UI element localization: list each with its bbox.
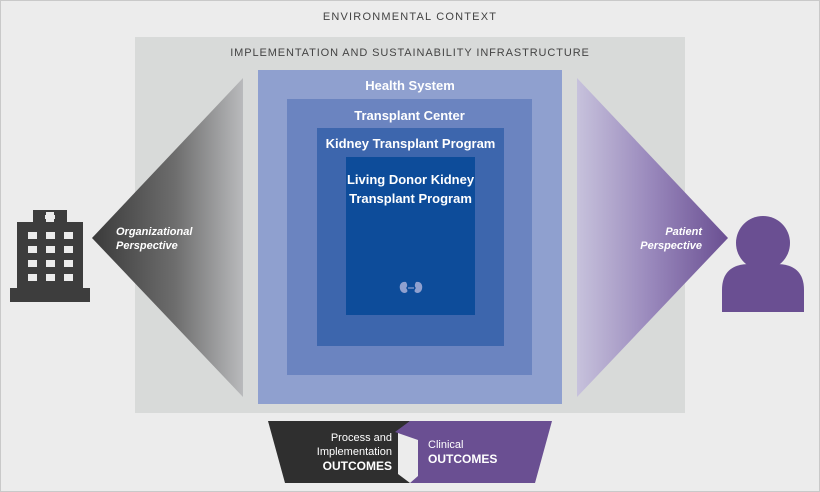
patient-perspective-shape xyxy=(577,78,728,397)
clinical-outcomes-label: Clinical OUTCOMES xyxy=(428,438,528,466)
process-outcomes-shape xyxy=(268,421,410,483)
living-donor-program-box xyxy=(346,157,475,315)
health-system-label: Health System xyxy=(365,78,455,93)
infrastructure-title: IMPLEMENTATION AND SUSTAINABILITY INFRAS… xyxy=(230,47,590,59)
patient-perspective-label: Patient Perspective xyxy=(640,226,702,252)
hospital-building-icon xyxy=(10,210,90,302)
process-outcomes-line1: Process and xyxy=(330,432,392,444)
process-outcomes-strong: OUTCOMES xyxy=(322,459,392,473)
clinical-outcomes-strong: OUTCOMES xyxy=(428,452,498,466)
organizational-perspective-shape xyxy=(92,78,243,397)
process-outcomes-label: Process and Implementation OUTCOMES xyxy=(282,431,392,473)
organizational-perspective-label: Organizational Perspective xyxy=(116,226,193,252)
living-donor-program-label: Living Donor Kidney Transplant Program xyxy=(346,172,475,206)
kidney-program-label: Kidney Transplant Program xyxy=(325,136,496,151)
person-icon xyxy=(722,216,804,312)
clinical-outcomes-shape xyxy=(395,421,552,483)
clinical-outcomes-line1: Clinical xyxy=(428,439,464,451)
environmental-context-title: ENVIRONMENTAL CONTEXT xyxy=(322,11,498,23)
transplant-center-label: Transplant Center xyxy=(354,108,465,123)
process-outcomes-line2: Implementation xyxy=(316,446,392,458)
kidney-icon xyxy=(399,281,423,293)
